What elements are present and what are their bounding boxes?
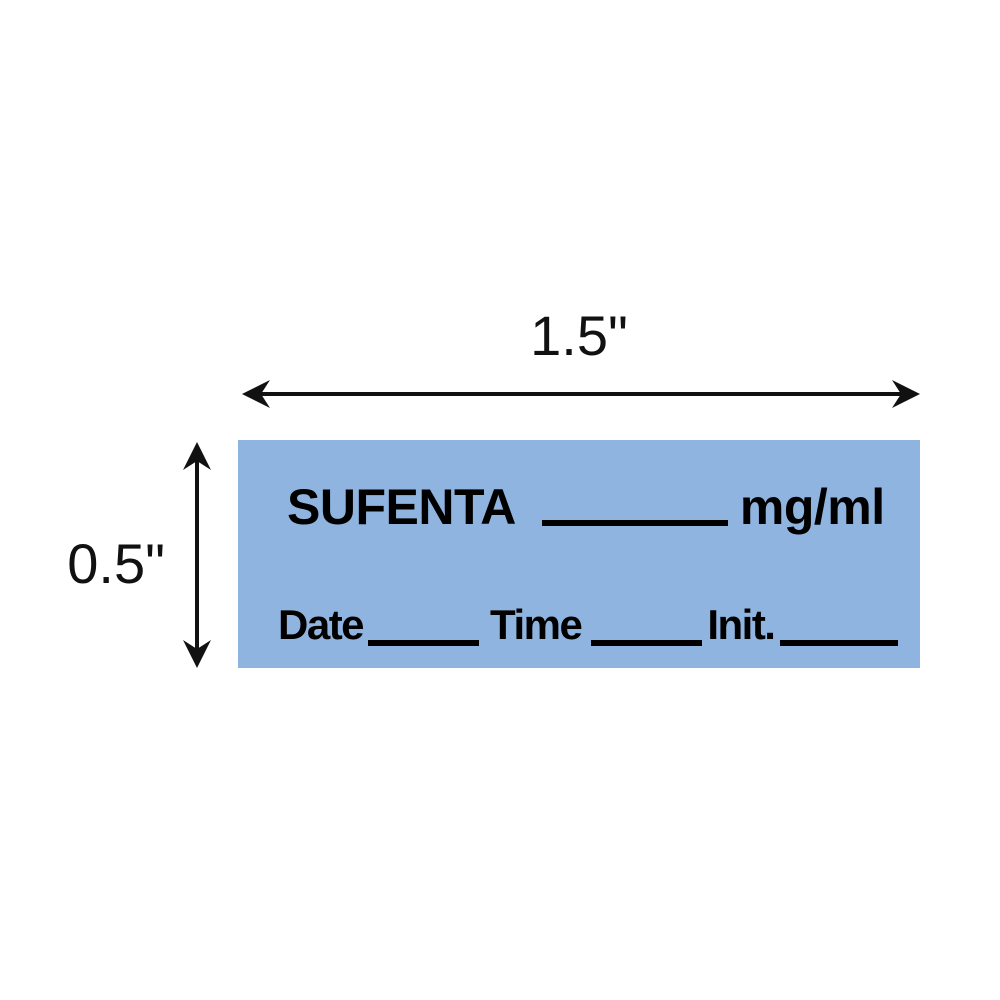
horizontal-dimension-arrow-icon [242, 380, 920, 408]
concentration-unit: mg/ml [739, 479, 885, 535]
width-dimension-label: 1.5" [530, 304, 628, 367]
concentration-blank-line [541, 520, 728, 526]
date-time-init-line: Date Time Init. [278, 601, 899, 648]
drug-tape-label: SUFENTA mg/ml Date Time Init. [238, 440, 920, 668]
drug-name: SUFENTA [287, 479, 516, 535]
drug-name-line: SUFENTA mg/ml [287, 482, 885, 532]
time-blank-line [591, 640, 703, 646]
time-field-label: Time [490, 601, 583, 648]
init-field-label: Init. [707, 601, 776, 648]
vertical-dimension-arrow-icon [183, 442, 211, 668]
date-field-label: Date [278, 601, 365, 648]
init-blank-line [780, 640, 899, 646]
height-dimension-label: 0.5" [67, 532, 165, 595]
date-blank-line [368, 640, 480, 646]
